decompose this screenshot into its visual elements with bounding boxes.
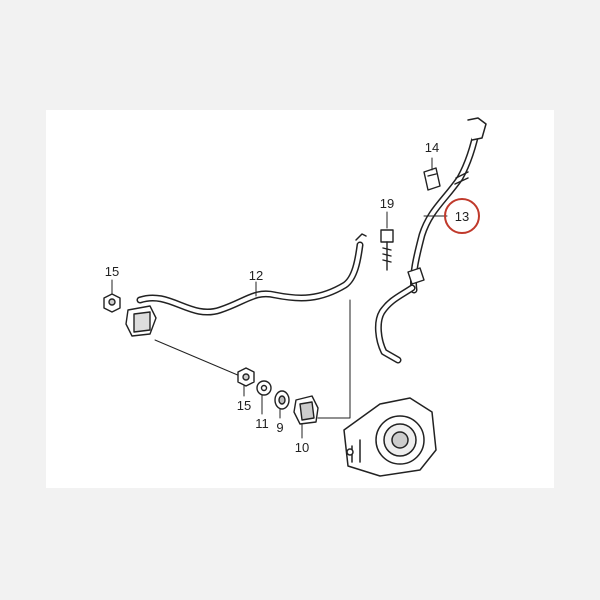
- callout-13: 13: [455, 209, 469, 224]
- callouts: 15 12 15 11 9 10 19 14 13: [105, 140, 480, 455]
- nut-part-15-upper: [103, 293, 121, 313]
- callout-10: 10: [295, 440, 309, 455]
- hose-part-13: [410, 117, 487, 294]
- bolt-part-19: [380, 229, 394, 271]
- washer-part-11: [256, 380, 272, 396]
- callout-14: 14: [425, 140, 439, 155]
- left-bracket: [125, 305, 157, 337]
- leader-lines: [111, 157, 448, 439]
- callout-19: 19: [380, 196, 394, 211]
- hose-part-12: [136, 233, 367, 316]
- callout-15-lower: 15: [237, 398, 251, 413]
- bushing-part-10: [293, 395, 319, 425]
- callout-9: 9: [276, 420, 283, 435]
- hose-lower-segment: [374, 267, 425, 364]
- callout-15-upper: 15: [105, 264, 119, 279]
- grommet-part-9: [274, 390, 290, 410]
- clip-part-14: [423, 167, 441, 191]
- highlight-circle: [444, 198, 480, 234]
- nut-part-15-lower: [237, 367, 255, 387]
- callout-12: 12: [249, 268, 263, 283]
- caliper-assembly: [343, 397, 437, 477]
- callout-11: 11: [255, 416, 269, 431]
